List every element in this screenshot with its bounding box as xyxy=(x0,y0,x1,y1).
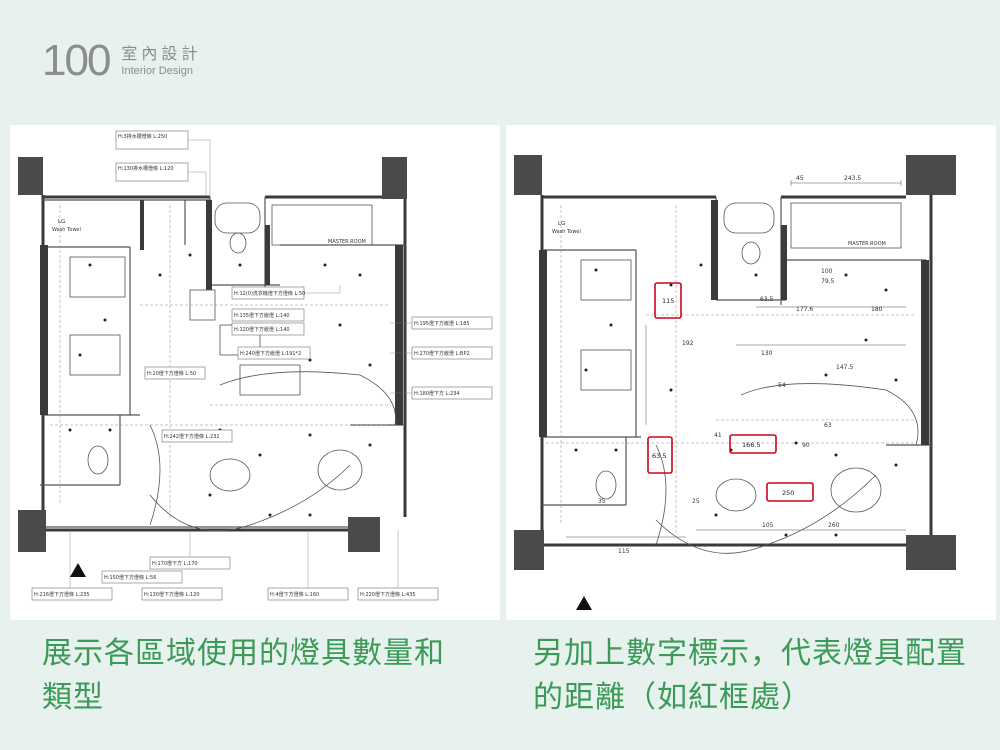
dimension-lines xyxy=(566,180,906,538)
left-plan-drawing: LG Wash Towel MASTER ROOM H:3排水槽燈條 L:250… xyxy=(18,130,493,601)
north-arrow-icon xyxy=(70,563,86,577)
corner-column xyxy=(382,157,407,199)
corner-column xyxy=(906,155,956,195)
ceiling-light-dots xyxy=(574,263,898,537)
corner-column xyxy=(348,517,380,552)
dimension-label: 260 xyxy=(828,522,840,529)
inner-walls xyxy=(40,197,405,528)
room-label-lg: LG xyxy=(558,221,565,227)
fixtures xyxy=(69,202,396,532)
annotation-label: H:20燈下方燈條 L:50 xyxy=(147,370,196,377)
annotation-label: H:12(0)洗衣機燈下方燈條 L:50 xyxy=(234,290,305,297)
annotation-label: H:240燈下方嵌燈 L:191*2 xyxy=(240,350,301,357)
annotation-label: H:242燈下方燈條 L:232 xyxy=(164,433,220,440)
dimension-label: 115 xyxy=(618,548,630,555)
dimension-label: 45 xyxy=(796,175,804,182)
ceiling-lines xyxy=(546,205,916,535)
logo-name-en: Interior Design xyxy=(121,65,193,77)
leader-lines xyxy=(69,139,412,588)
dimension-label: 63 xyxy=(824,422,832,429)
highlight-box xyxy=(766,482,814,502)
logo-text: 室內設計 Interior Design xyxy=(121,44,201,78)
room-label-wash: Wash Towel xyxy=(552,229,581,235)
left-floor-plan: LG Wash Towel MASTER ROOM H:3排水槽燈條 L:250… xyxy=(10,125,500,620)
right-floor-plan: LG Wash Towel MASTER ROOM 243.5 45 100 7… xyxy=(506,125,996,620)
annotation-label: H:130燈下方燈條 L:120 xyxy=(144,591,200,598)
dimension-label: 177.6 xyxy=(796,306,813,313)
annotation-label: H:150燈下方燈條 L:56 xyxy=(104,574,156,581)
dimension-label: 100 xyxy=(821,268,833,275)
dimension-label: 41 xyxy=(714,432,722,439)
dimension-label: 130 xyxy=(761,350,773,357)
caption-right: 另加上數字標示，代表燈具配置的距離（如紅框處） xyxy=(533,636,967,715)
annotation-label: H:120燈下方嵌燈 L:140 xyxy=(234,326,290,333)
annotation-label: H:195燈下方嵌燈 L:185 xyxy=(414,320,470,327)
dimension-label: 79.5 xyxy=(821,278,835,285)
highlighted-dimension: 63.5 xyxy=(652,452,666,460)
annotation-label: H:4燈下方燈條 L:160 xyxy=(270,591,319,598)
corner-column xyxy=(906,535,956,570)
fixtures xyxy=(580,202,919,554)
room-label-wash: Wash Towel xyxy=(52,227,81,233)
dimension-label: 35 xyxy=(598,498,606,505)
highlight-boxes: 115 63.5 166.5 250 xyxy=(647,282,814,502)
ceiling-light-dots xyxy=(68,253,372,517)
highlight-box xyxy=(654,282,682,319)
corner-column xyxy=(514,155,542,195)
annotation-label: H:180燈下方 L:234 xyxy=(414,390,460,397)
highlight-box xyxy=(647,436,673,474)
outer-walls xyxy=(540,195,933,547)
logo-name-cn: 室內設計 xyxy=(121,44,202,63)
caption-left: 展示各區域使用的燈具數量和類型 xyxy=(42,636,445,715)
ceiling-lines xyxy=(50,205,390,520)
dimension-label: 192 xyxy=(682,340,694,347)
room-label-lg: LG xyxy=(58,219,65,225)
corner-column xyxy=(514,530,544,570)
corner-column xyxy=(18,157,43,195)
dimension-label: 63.5 xyxy=(760,296,774,303)
dimension-label: 25 xyxy=(692,498,700,505)
inner-walls xyxy=(542,197,931,506)
annotation-label: H:270燈下方嵌燈 L:BP2 xyxy=(414,350,470,357)
corner-column xyxy=(18,510,46,552)
wall-fills xyxy=(539,200,929,445)
highlighted-dimension: 250 xyxy=(782,489,794,497)
highlighted-dimension: 166.5 xyxy=(742,441,761,449)
dimension-label: 180 xyxy=(871,306,883,313)
dimension-label: 147.5 xyxy=(836,364,853,371)
dimension-label: 105 xyxy=(762,522,774,529)
annotation-label: H:130排水槽燈條 L:120 xyxy=(118,165,174,172)
brand-logo: 100 室內設計 Interior Design xyxy=(42,36,201,85)
north-arrow-icon xyxy=(576,596,592,610)
wall-fills xyxy=(40,200,403,425)
annotation-label: H:3排水槽燈條 L:250 xyxy=(118,133,167,140)
dimension-label: 54 xyxy=(778,382,786,389)
annotation-label: H:220燈下方燈條 L:435 xyxy=(360,591,416,598)
annotation-label: H:135燈下方嵌燈 L:140 xyxy=(234,312,290,319)
dimension-label: 90 xyxy=(802,442,810,449)
right-plan-drawing: LG Wash Towel MASTER ROOM 243.5 45 100 7… xyxy=(514,155,956,610)
room-label-master: MASTER ROOM xyxy=(328,239,366,245)
dimension-label: 243.5 xyxy=(844,175,861,182)
logo-number: 100 xyxy=(42,36,111,85)
annotation-label: H:216燈下方燈條 L:235 xyxy=(34,591,90,598)
highlighted-dimension: 115 xyxy=(662,297,674,305)
highlight-box xyxy=(729,434,777,454)
annotation-label: H:170燈下方 L:170 xyxy=(152,560,198,567)
room-label-master: MASTER ROOM xyxy=(848,241,886,247)
annotation-boxes: H:3排水槽燈條 L:250 H:130排水槽燈條 L:120 H:12(0)洗… xyxy=(31,130,493,601)
